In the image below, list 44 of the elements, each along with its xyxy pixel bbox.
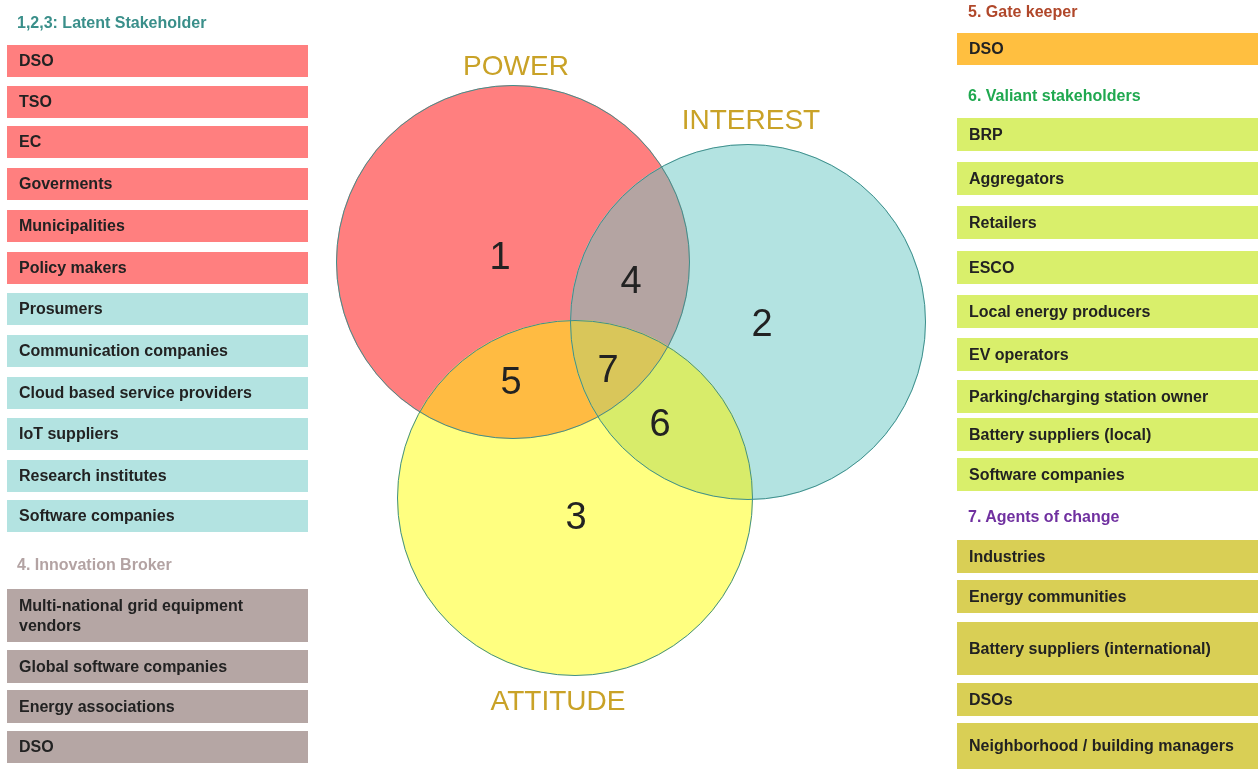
stakeholder-box: Research institutes — [7, 460, 308, 492]
stakeholder-box: Prosumers — [7, 293, 308, 325]
region-number: 7 — [597, 347, 619, 391]
stakeholder-box: DSO — [7, 731, 308, 763]
stakeholder-box: EV operators — [957, 338, 1258, 371]
stakeholder-box: Energy communities — [957, 580, 1258, 613]
stakeholder-box: Energy associations — [7, 690, 308, 723]
stakeholder-box: Retailers — [957, 206, 1258, 239]
stakeholder-box: IoT suppliers — [7, 418, 308, 450]
group-heading: 7. Agents of change — [968, 508, 1120, 526]
region-number: 2 — [751, 301, 773, 345]
stakeholder-box: DSO — [957, 33, 1258, 65]
stakeholder-box: Parking/charging station owner — [957, 380, 1258, 413]
region-number: 3 — [565, 494, 587, 538]
stakeholder-box: Battery suppliers (international) — [957, 622, 1258, 675]
region-number: 6 — [649, 401, 671, 445]
region-number: 4 — [620, 258, 642, 302]
region-number: 5 — [500, 359, 522, 403]
group-heading: 6. Valiant stakeholders — [968, 87, 1141, 105]
group-heading: 4. Innovation Broker — [17, 556, 172, 574]
stakeholder-box: Neighborhood / building managers — [957, 723, 1258, 769]
stakeholder-box: Communication companies — [7, 335, 308, 367]
region-number: 1 — [489, 234, 511, 278]
stakeholder-box: Local energy producers — [957, 295, 1258, 328]
stakeholder-box: Industries — [957, 540, 1258, 573]
stakeholder-box: Software companies — [7, 500, 308, 532]
stakeholder-box: Municipalities — [7, 210, 308, 242]
circle-title: INTEREST — [681, 104, 821, 136]
circle-title: POWER — [463, 50, 569, 82]
stakeholder-box: DSO — [7, 45, 308, 77]
stakeholder-box: BRP — [957, 118, 1258, 151]
stakeholder-box: Software companies — [957, 458, 1258, 491]
stakeholder-box: Aggregators — [957, 162, 1258, 195]
circle-title: ATTITUDE — [490, 685, 626, 717]
stakeholder-box: Policy makers — [7, 252, 308, 284]
stakeholder-box: Battery suppliers (local) — [957, 418, 1258, 451]
stakeholder-box: Multi-national grid equipment vendors — [7, 589, 308, 642]
stakeholder-box: Goverments — [7, 168, 308, 200]
stakeholder-box: EC — [7, 126, 308, 158]
stakeholder-box: DSOs — [957, 683, 1258, 716]
stakeholder-box: Global software companies — [7, 650, 308, 683]
stakeholder-box: TSO — [7, 86, 308, 118]
stakeholder-box: ESCO — [957, 251, 1258, 284]
stakeholder-box: Cloud based service providers — [7, 377, 308, 409]
